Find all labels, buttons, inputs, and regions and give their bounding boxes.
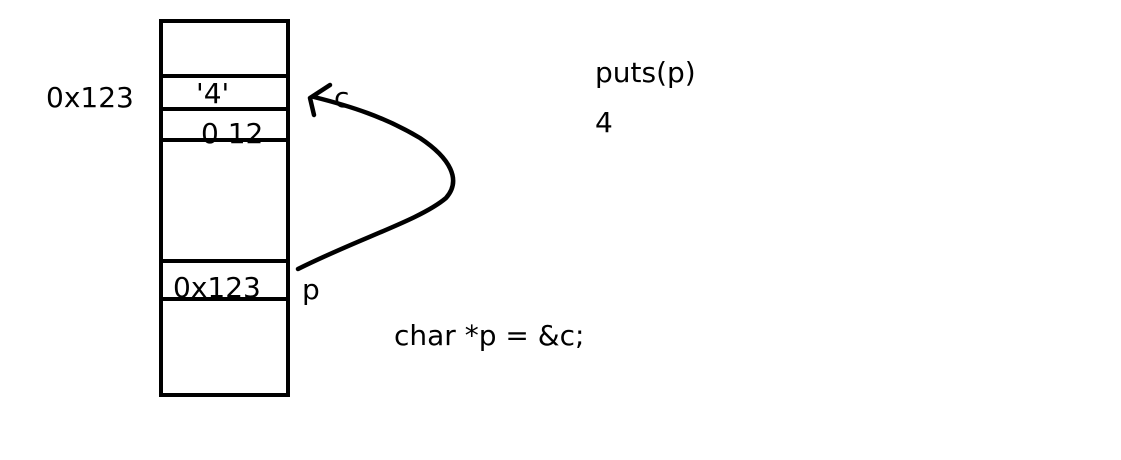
- cell-c-value: '4': [196, 77, 230, 110]
- code-declaration: char *p = &c;: [394, 319, 585, 352]
- pointer-arrow-head: [307, 82, 333, 118]
- code-call: puts(p): [595, 56, 696, 89]
- pointer-arrow-curve: [295, 94, 456, 272]
- memory-block: [159, 19, 290, 397]
- cell-next-value: 0 12: [201, 117, 264, 150]
- variable-p-label: p: [302, 273, 320, 306]
- cell-c-address-label: 0x123: [46, 81, 134, 114]
- variable-c-label: c: [334, 81, 350, 114]
- cell-p-value: 0x123: [173, 271, 261, 304]
- code-output: 4: [595, 106, 613, 139]
